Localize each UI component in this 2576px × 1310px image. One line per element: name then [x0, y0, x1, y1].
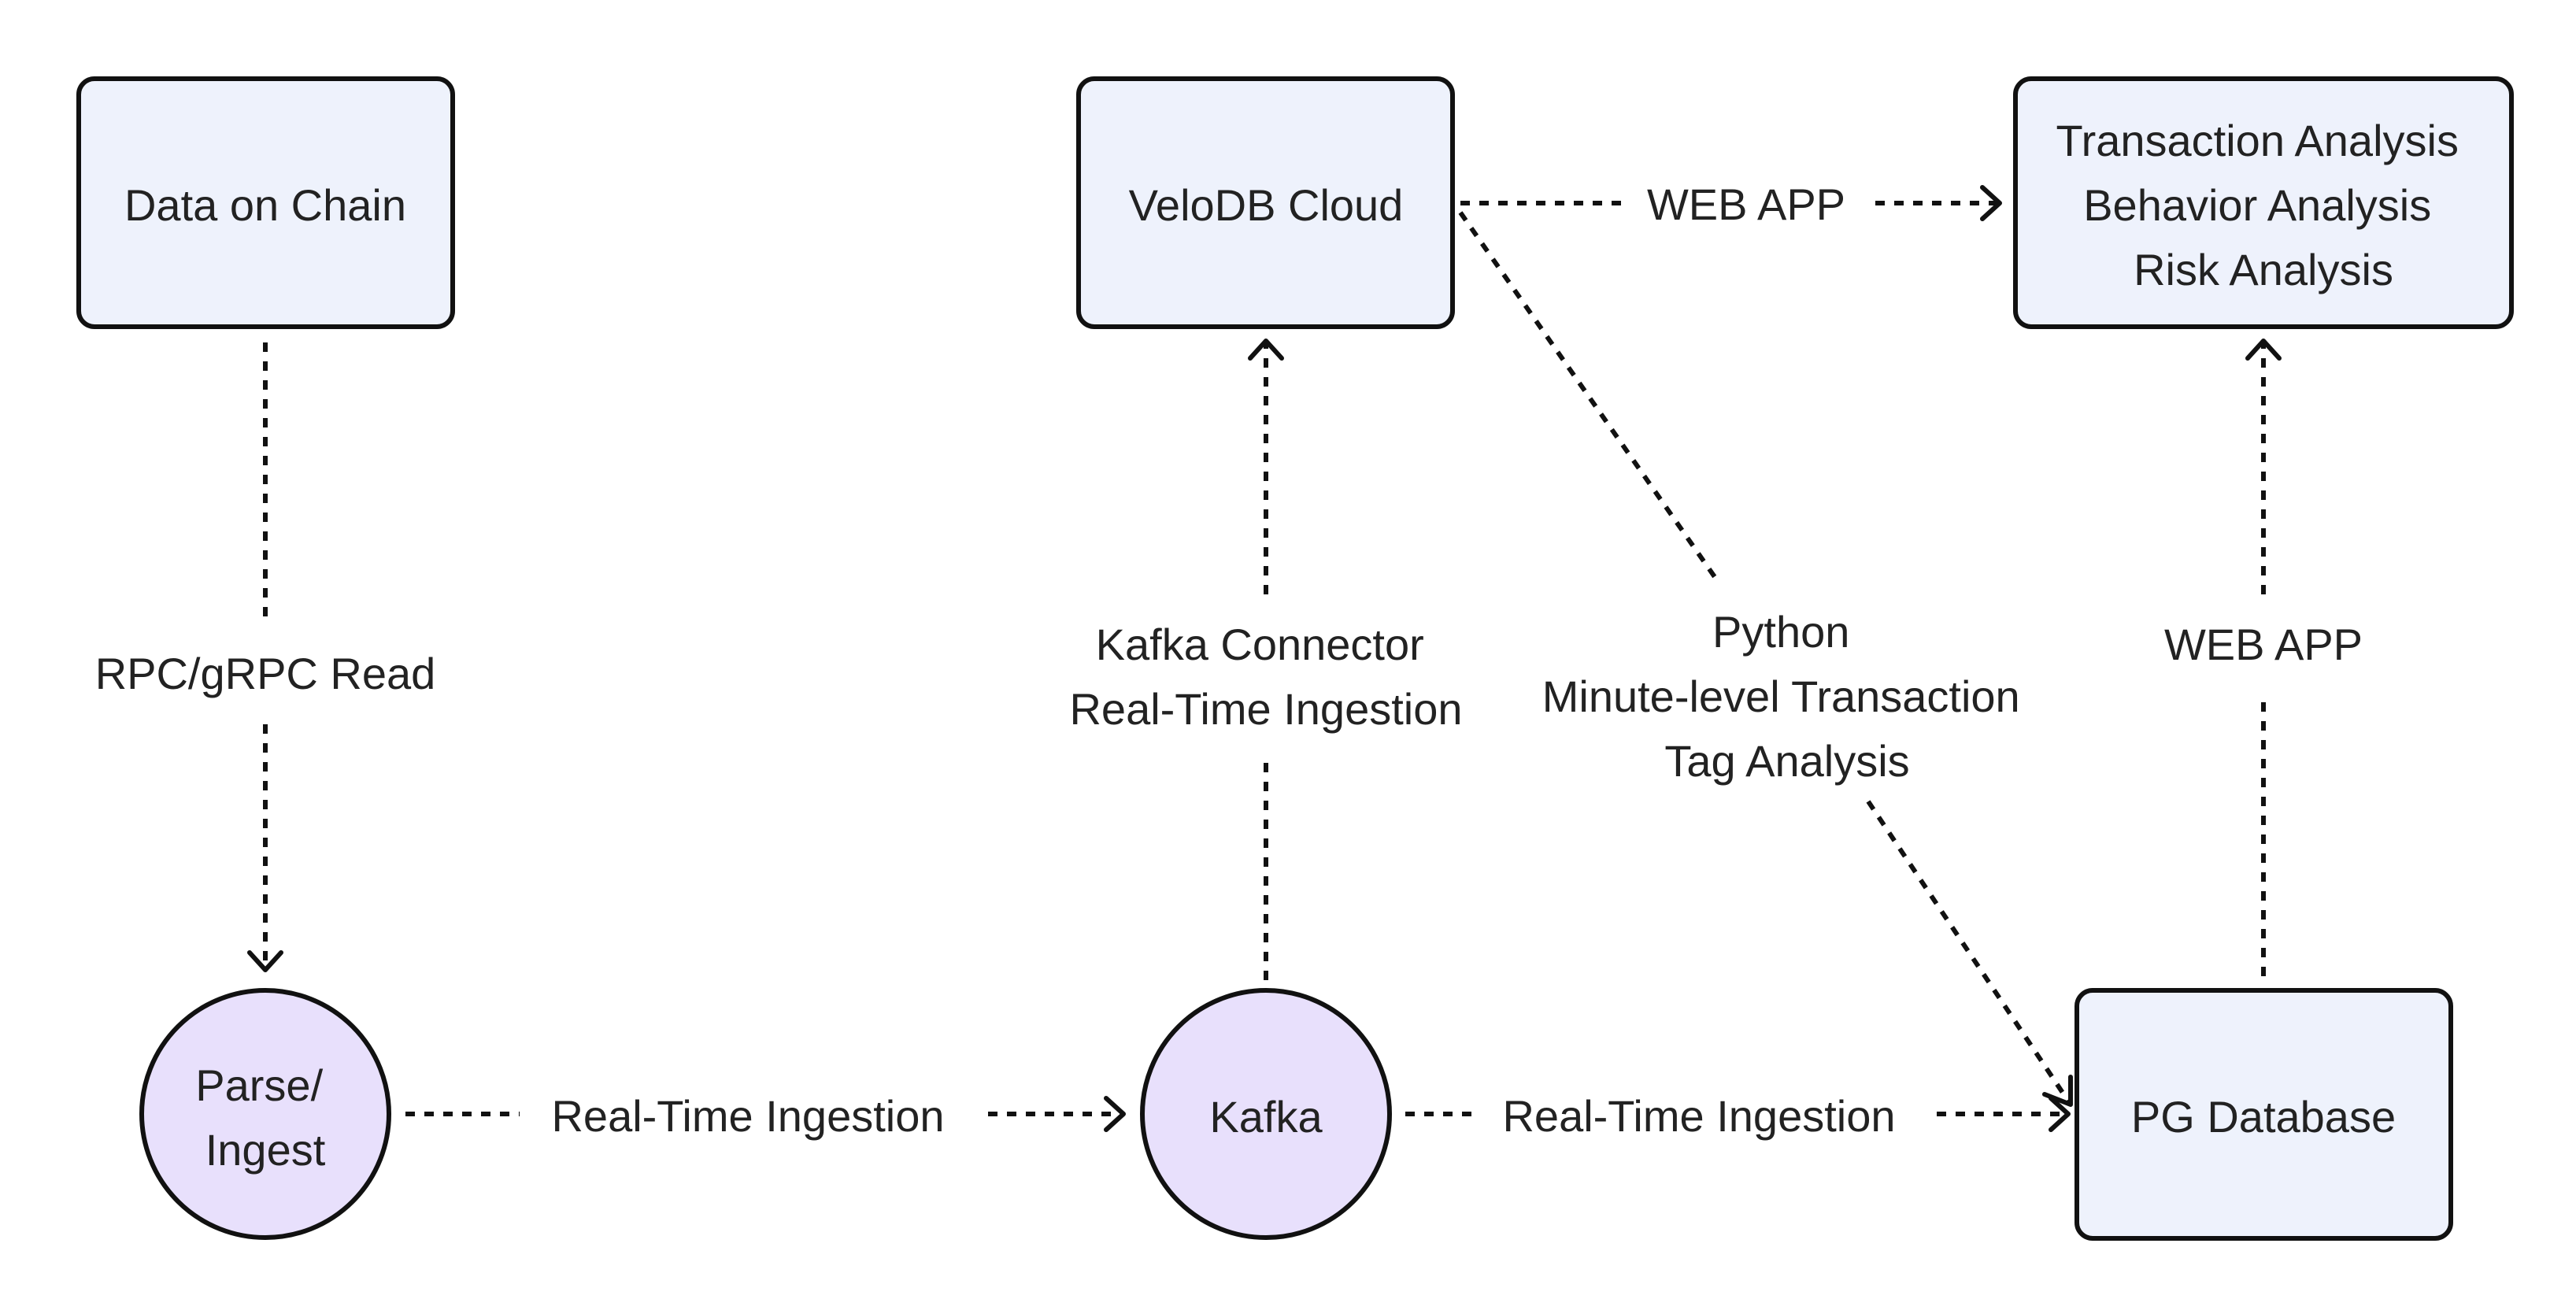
label-line: Real-Time Ingestion — [1502, 1091, 1895, 1141]
label-velodb-to-analysis: WEB APP — [1647, 179, 1845, 229]
node-label: Risk Analysis — [2134, 245, 2393, 294]
nodes: Data on Chain VeloDB Cloud Transaction A… — [76, 76, 2514, 1241]
arrowhead-right-icon — [1980, 185, 2002, 221]
label-line: Python — [1712, 607, 1849, 657]
node-data-on-chain: Data on Chain — [76, 76, 455, 329]
node-pg-database: PG Database — [2074, 988, 2453, 1241]
node-kafka: Kafka — [1140, 988, 1392, 1240]
svg-text:Kafka: Kafka — [1209, 1092, 1323, 1142]
edge-kafka-to-velodb — [1248, 339, 1284, 980]
label-line: RPC/gRPC Read — [95, 649, 436, 698]
node-parse-ingest: Parse/ Ingest — [139, 988, 391, 1240]
node-label: PG Database — [2131, 1092, 2396, 1142]
label-kafka-to-velodb: Kafka Connector Real-Time Ingestion — [1069, 620, 1462, 734]
node-label: VeloDB Cloud — [1129, 180, 1404, 230]
label-line: Kafka Connector — [1096, 620, 1424, 669]
edge-rpc-read — [247, 342, 283, 972]
svg-text:PG Database: PG Database — [2131, 1092, 2396, 1142]
arrowhead-up-icon — [2245, 339, 2282, 361]
node-analysis: Transaction Analysis Behavior Analysis R… — [2013, 76, 2514, 329]
node-label: Transaction Analysis — [2056, 116, 2459, 165]
label-line: Real-Time Ingestion — [1069, 684, 1462, 734]
node-label: Behavior Analysis — [2083, 180, 2431, 230]
node-velodb-cloud: VeloDB Cloud — [1076, 76, 1455, 329]
label-kafka-to-pg: Real-Time Ingestion — [1502, 1091, 1895, 1141]
node-label: Kafka — [1209, 1092, 1323, 1142]
svg-text:Transaction Analysis B: Transaction Analysis Behavior Analysis R… — [2056, 116, 2471, 294]
label-velodb-to-pg: Python Minute-level Transaction Tag Anal… — [1542, 607, 2033, 786]
edge-pg-to-analysis — [2245, 339, 2282, 976]
edge-kafka-to-pg — [1405, 1096, 2071, 1132]
label-rpc-read: RPC/gRPC Read — [95, 649, 436, 698]
label-parse-to-kafka: Real-Time Ingestion — [551, 1091, 944, 1141]
label-line: WEB APP — [2164, 620, 2363, 669]
label-line: Minute-level Transaction — [1542, 672, 2020, 721]
arrowhead-down-icon — [247, 950, 283, 972]
arrowhead-diagonal-icon — [2042, 1075, 2073, 1107]
edge-velodb-to-pg — [1458, 211, 2073, 1107]
label-pg-to-analysis: WEB APP — [2164, 620, 2363, 669]
svg-text:VeloDB Cloud: VeloDB Cloud — [1129, 180, 1404, 230]
node-label: Parse/ — [195, 1060, 323, 1110]
arrowhead-up-icon — [1248, 339, 1284, 361]
svg-text:Parse/ Ingest: Parse/ Ingest — [195, 1060, 335, 1175]
arrowhead-right-icon — [1104, 1096, 1126, 1132]
svg-text:Data on Chain: Data on Chain — [124, 180, 406, 230]
edge-parse-to-kafka — [405, 1096, 1126, 1132]
label-line: Tag Analysis — [1664, 736, 1909, 786]
node-label: Data on Chain — [124, 180, 406, 230]
label-line: WEB APP — [1647, 179, 1845, 229]
node-label: Ingest — [205, 1125, 326, 1175]
edges — [247, 185, 2282, 1132]
edge-labels: RPC/gRPC Read Real-Time Ingestion Real-T… — [95, 179, 2363, 1141]
label-line: Real-Time Ingestion — [551, 1091, 944, 1141]
arrowhead-right-icon — [2049, 1096, 2071, 1132]
edge-velodb-to-analysis — [1460, 185, 2002, 221]
